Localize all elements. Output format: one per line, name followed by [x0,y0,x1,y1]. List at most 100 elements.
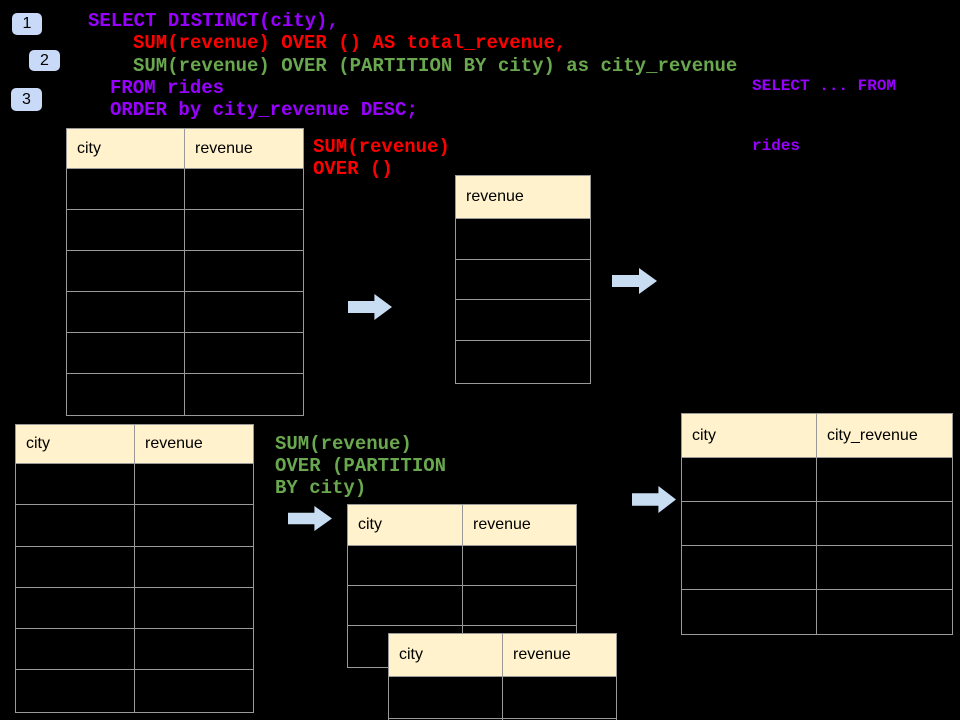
total-revenue-step-table: revenue [455,175,591,384]
table-row [67,333,303,374]
table-cell-empty [682,590,817,634]
sql-query-code: SELECT DISTINCT(city),SUM(revenue) OVER … [88,10,737,121]
sql-code-line: SUM(revenue) OVER (PARTITION BY city) as… [133,54,738,77]
label-line: SUM(revenue) [275,433,412,455]
table-cell-empty [682,546,817,589]
table-row [348,546,576,586]
table-cell-empty [503,677,616,718]
label-line: SUM(revenue) [313,136,450,158]
table-row [67,210,303,251]
table-row [16,546,253,588]
table-cell-empty [682,502,817,545]
column-header-city-revenue: city_revenue [827,426,918,444]
table-cell-empty [817,502,952,545]
table-cell-empty [16,505,135,546]
table-cell-empty [135,670,253,711]
column-header-revenue: revenue [145,435,203,452]
table-cell-empty [456,260,590,300]
table-cell-empty [463,546,576,585]
table-row [16,670,253,712]
flow-arrow-icon [632,486,676,513]
table-cell-empty [682,458,817,501]
flow-arrow-icon [612,268,657,294]
flow-arrow-icon [288,506,332,531]
column-header-revenue: revenue [473,516,531,533]
table-cell-empty [185,374,303,415]
table-cell-empty [135,464,253,504]
city-revenue-result-table: city city_revenue [681,413,953,635]
source-rides-table-2: city revenue [15,424,254,713]
table-row [456,341,590,382]
table-cell-empty [348,546,463,585]
sql-code-line: FROM rides [110,76,225,99]
column-header-city: city [67,129,185,168]
table-cell-empty [135,547,253,587]
table-row [682,590,952,634]
sql-code-line: ORDER by city_revenue DESC; [110,99,418,122]
table-cell-empty [463,586,576,625]
table-cell-empty [456,219,590,259]
column-header-city: city [348,505,463,545]
flow-arrow-icon [348,294,392,320]
table-row [67,292,303,333]
table-cell-empty [67,210,185,250]
column-header-city: city [389,634,503,676]
table-row [682,546,952,590]
table-cell-empty [817,458,952,501]
table-cell-empty [185,210,303,250]
label-line: OVER (PARTITION [275,455,447,477]
column-header-city: city [682,414,817,457]
table-cell-empty [67,333,185,373]
table-cell-empty [348,586,463,625]
table-cell-empty [67,251,185,291]
table-cell-empty [185,169,303,209]
table-row [16,505,253,547]
table-cell-empty [456,300,590,340]
sql-code-line: SELECT DISTINCT(city), [88,10,339,32]
step-badge-3: 3 [11,88,42,111]
total-revenue-window-label: SUM(revenue)OVER () [313,136,450,180]
step-badge-1: 1 [12,13,42,35]
source-rides-table: city revenue [66,128,304,416]
table-cell-empty [185,251,303,291]
table-row [456,300,590,342]
table-cell-empty [135,629,253,669]
sql-code-line: SUM(revenue) OVER () AS total_revenue, [133,32,567,55]
table-row [348,586,576,626]
column-header-revenue: revenue [195,139,253,157]
table-cell-empty [817,546,952,589]
table-cell-empty [135,505,253,545]
table-row [456,260,590,301]
table-row [389,677,616,719]
table-cell-empty [67,374,185,415]
note-line: rides [752,137,801,155]
note-line: SELECT ... FROM [752,77,897,95]
table-row [16,464,253,506]
table-row [682,502,952,546]
table-header-row: city city_revenue [682,414,952,458]
table-cell-empty [16,546,135,587]
table-cell-empty [185,292,303,332]
table-row [67,169,303,210]
table-cell-empty [16,464,135,505]
table-cell-empty [456,341,590,382]
table-header-row: city revenue [16,425,253,464]
table-cell-empty [67,169,185,209]
table-cell-empty [16,670,135,712]
table-row [16,587,253,630]
partition-step-table-1: city revenue [347,504,577,668]
table-cell-empty [817,590,952,634]
table-row [67,251,303,292]
label-line: BY city) [275,477,367,499]
table-row [16,629,253,671]
table-cell-empty [389,677,503,718]
table-row [682,458,952,502]
table-header-row: revenue [456,176,590,219]
table-cell-empty [135,588,253,628]
table-cell-empty [16,587,135,629]
column-header-city: city [16,425,135,463]
step-badge-2: 2 [29,50,60,71]
